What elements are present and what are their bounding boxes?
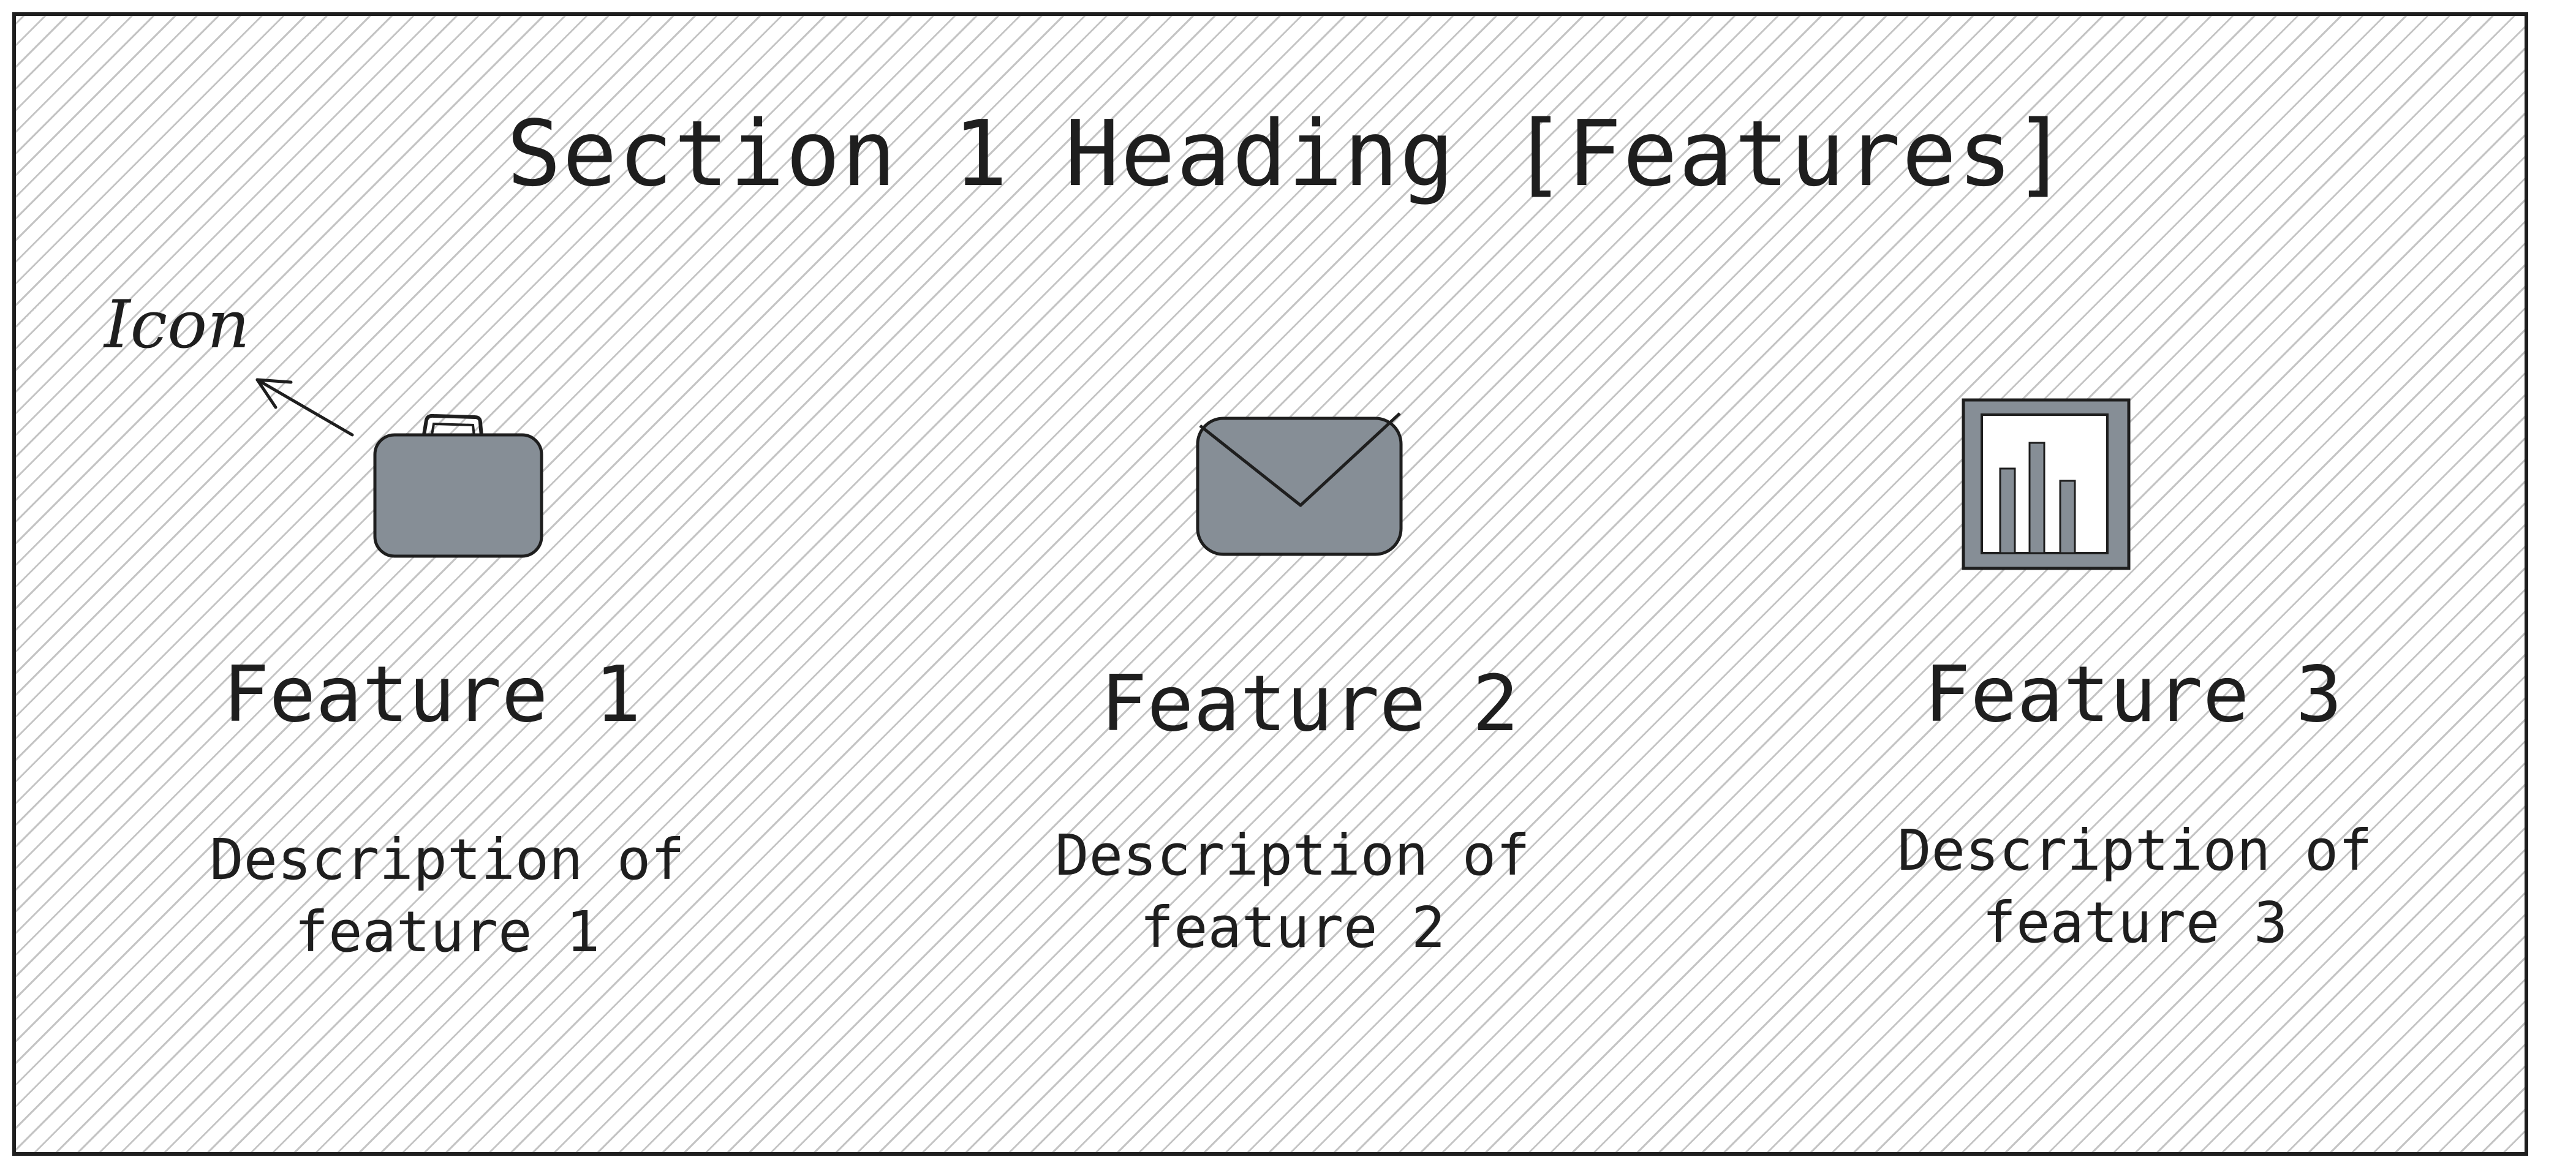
section-frame — [12, 12, 2528, 1156]
briefcase-icon — [373, 413, 543, 558]
annotation-arrow-icon — [255, 378, 354, 437]
feature-description: Description of feature 1 — [210, 827, 685, 965]
feature-description: Description of feature 3 — [1897, 818, 2373, 956]
section-heading: Section 1 Heading [Features] — [507, 101, 2069, 206]
feature-title: Feature 2 — [1100, 658, 1519, 748]
feature-title: Feature 1 — [222, 649, 641, 739]
icon-annotation-label: Icon — [104, 287, 250, 363]
feature-title: Feature 3 — [1924, 649, 2343, 739]
feature-description: Description of feature 2 — [1055, 823, 1530, 960]
envelope-icon — [1196, 412, 1403, 556]
bar-chart-icon — [1962, 398, 2131, 570]
